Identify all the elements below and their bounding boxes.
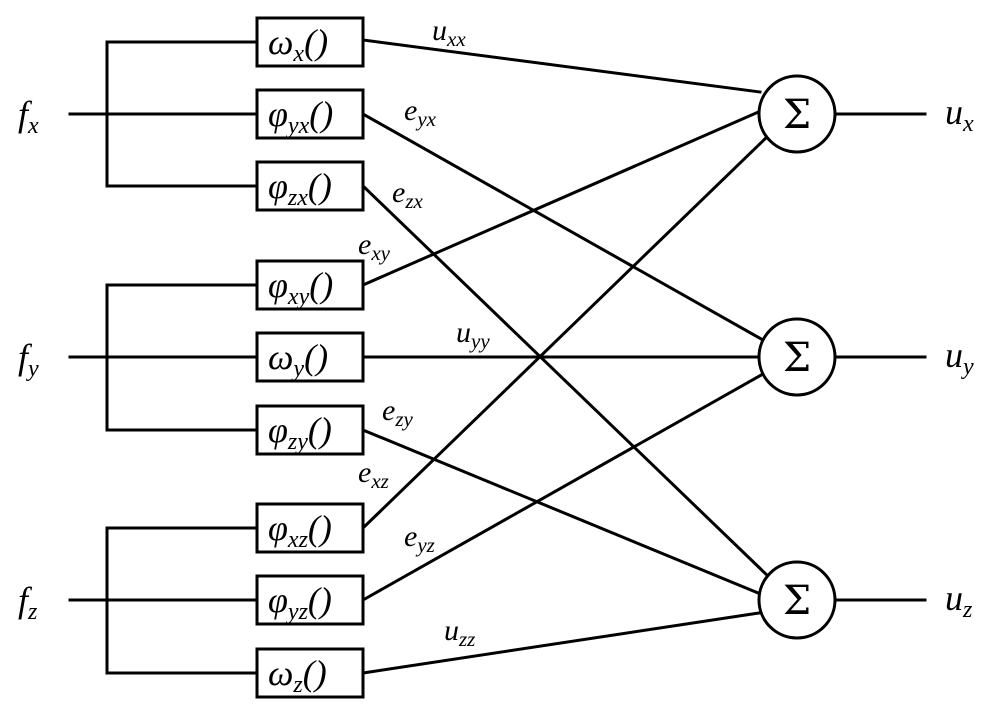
edge-label-exz: exz — [358, 456, 389, 493]
wire-exz — [360, 131, 773, 531]
block-phi-zx: φzx() — [255, 160, 365, 212]
input-wiring-z — [68, 526, 259, 675]
output-label-uy: uy — [945, 335, 974, 380]
edge-label-eyz: eyz — [404, 520, 435, 557]
svg-text:ωz(): ωz() — [268, 653, 327, 698]
block-omega-y: ωy() — [255, 331, 365, 383]
cross-connections — [360, 38, 773, 675]
edge-label-uxx: uxx — [432, 14, 466, 51]
wire-ezx — [360, 183, 773, 581]
svg-text:Σ: Σ — [783, 578, 811, 624]
edge-label-uyy: uyy — [456, 316, 490, 353]
block-omega-x: ωx() — [255, 16, 365, 68]
edge-label-ezy: ezy — [382, 394, 414, 431]
wire-uxx — [361, 38, 762, 94]
wire-eyx — [360, 111, 766, 343]
sum-node-z: Σ — [757, 560, 837, 640]
input-label-fx: fx — [18, 94, 39, 139]
svg-text:φyz(): φyz() — [268, 580, 332, 625]
sum-node-x: Σ — [757, 74, 837, 154]
svg-text:φyx(): φyx() — [268, 94, 333, 139]
svg-text:φzx(): φzx() — [268, 166, 332, 211]
svg-text:Σ: Σ — [783, 92, 811, 138]
edge-label-eyx: eyx — [404, 94, 437, 131]
wire-ezy — [361, 428, 765, 597]
output-label-uz: uz — [945, 578, 973, 623]
svg-text:ωx(): ωx() — [268, 22, 328, 67]
output-label-ux: ux — [945, 92, 974, 137]
wire-eyz — [360, 371, 766, 603]
sum-node-y: Σ — [757, 317, 837, 397]
block-phi-zy: φzy() — [255, 404, 365, 456]
svg-text:ωy(): ωy() — [268, 337, 328, 382]
input-wiring-x — [68, 40, 259, 188]
block-phi-yz: φyz() — [255, 574, 365, 626]
output-wiring — [833, 112, 927, 602]
edge-label-ezx: ezx — [392, 176, 424, 213]
svg-text:φxy(): φxy() — [268, 265, 333, 310]
edge-label-uzz: uzz — [444, 614, 475, 651]
block-omega-z: ωz() — [255, 647, 365, 699]
block-phi-xy: φxy() — [255, 259, 365, 311]
input-label-fz: fz — [18, 580, 38, 625]
svg-text:Σ: Σ — [783, 335, 811, 381]
input-wiring-y — [68, 283, 259, 432]
wire-uzz — [361, 611, 761, 675]
edge-label-exy: exy — [358, 228, 391, 265]
input-label-fy: fy — [18, 337, 39, 382]
wire-exy — [361, 108, 765, 287]
svg-text:φzy(): φzy() — [268, 410, 332, 455]
block-phi-yx: φyx() — [255, 88, 365, 140]
block-phi-xz: φxz() — [255, 502, 365, 554]
svg-text:φxz(): φxz() — [268, 508, 332, 553]
